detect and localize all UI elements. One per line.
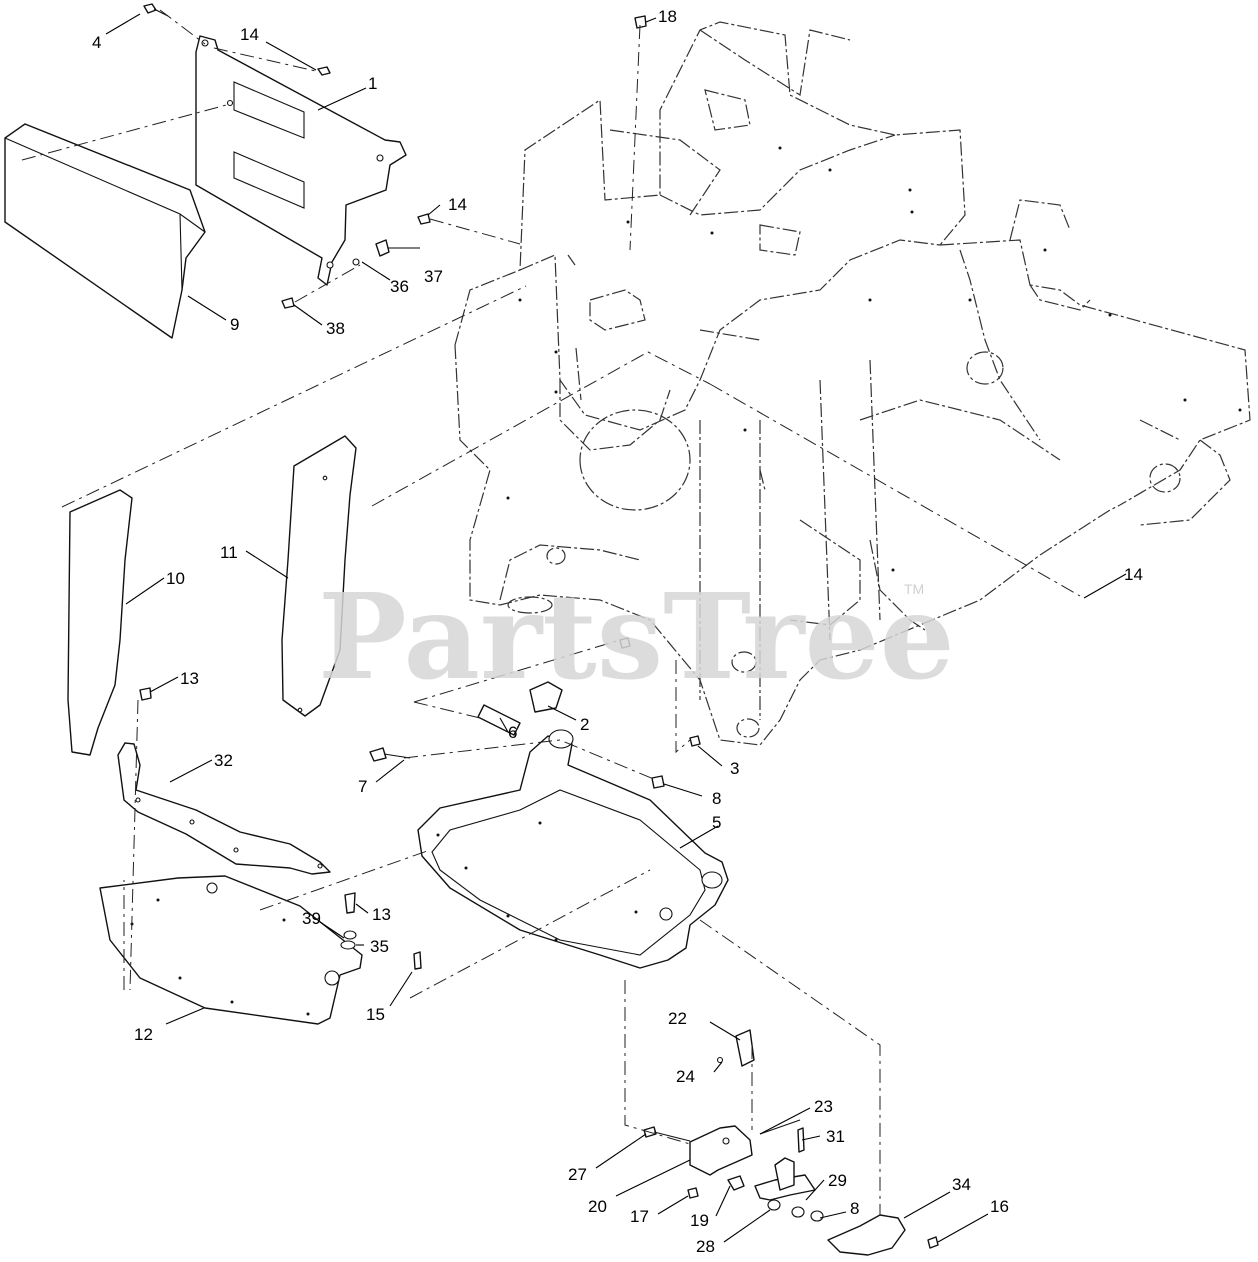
callout-14-right: 14 — [1124, 565, 1143, 584]
callout-10: 10 — [166, 569, 185, 588]
callout-13-lower: 13 — [372, 905, 391, 924]
callout-6: 6 — [508, 723, 517, 742]
watermark-tm: TM — [904, 581, 924, 597]
small-parts-lower-left — [139, 687, 422, 970]
callout-12: 12 — [134, 1025, 153, 1044]
main-frame — [454, 21, 1251, 746]
callout-27: 27 — [568, 1165, 587, 1184]
callout-36: 36 — [390, 277, 409, 296]
part-1-mounting-plate — [195, 35, 407, 286]
callout-35: 35 — [370, 937, 389, 956]
part-9-cover-pad — [4, 123, 206, 339]
callout-3: 3 — [730, 759, 739, 778]
pedal-assembly — [643, 1029, 939, 1256]
callout-4: 4 — [92, 33, 101, 52]
callout-17: 17 — [630, 1207, 649, 1226]
callout-32: 32 — [214, 751, 233, 770]
callout-2: 2 — [580, 715, 589, 734]
part-10-side-panel — [67, 489, 133, 756]
callout-31: 31 — [826, 1127, 845, 1146]
callout-23: 23 — [814, 1097, 833, 1116]
callout-22: 22 — [668, 1009, 687, 1028]
small-parts-middle — [369, 637, 701, 789]
callout-leaders — [105, 13, 1127, 1243]
part-11-side-panel — [281, 435, 357, 717]
callout-20: 20 — [588, 1197, 607, 1216]
watermark-text: PartsTree — [318, 567, 955, 706]
callout-14-top: 14 — [240, 25, 259, 44]
callout-19: 19 — [690, 1211, 709, 1230]
callout-7: 7 — [358, 777, 367, 796]
callout-11: 11 — [220, 543, 238, 562]
callout-39: 39 — [302, 909, 321, 928]
reference-lines — [21, 9, 1081, 1215]
callout-34: 34 — [952, 1175, 971, 1194]
part-12-floor-plate — [99, 875, 363, 1025]
callout-5: 5 — [712, 813, 721, 832]
callout-9: 9 — [230, 315, 239, 334]
callout-8-lower: 8 — [850, 1199, 859, 1218]
callout-29: 29 — [828, 1171, 847, 1190]
callout-24: 24 — [676, 1067, 695, 1086]
callout-14-middle: 14 — [448, 195, 467, 214]
callout-28: 28 — [696, 1237, 715, 1256]
callout-18: 18 — [658, 7, 677, 26]
callout-16: 16 — [990, 1197, 1009, 1216]
callout-numbers: 4 14 1 18 14 37 36 38 9 11 10 14 13 2 6 … — [92, 7, 1143, 1256]
callout-38: 38 — [326, 319, 345, 338]
callout-37: 37 — [424, 267, 443, 286]
part-32-linkage-bracket — [117, 742, 331, 875]
watermark: PartsTree TM — [318, 567, 955, 706]
part-5-platform — [417, 729, 729, 969]
callout-1: 1 — [368, 74, 377, 93]
callout-8-middle: 8 — [712, 789, 721, 808]
callout-15: 15 — [366, 1005, 385, 1024]
hardware-top-left — [143, 3, 647, 309]
callout-13-top: 13 — [180, 669, 199, 688]
